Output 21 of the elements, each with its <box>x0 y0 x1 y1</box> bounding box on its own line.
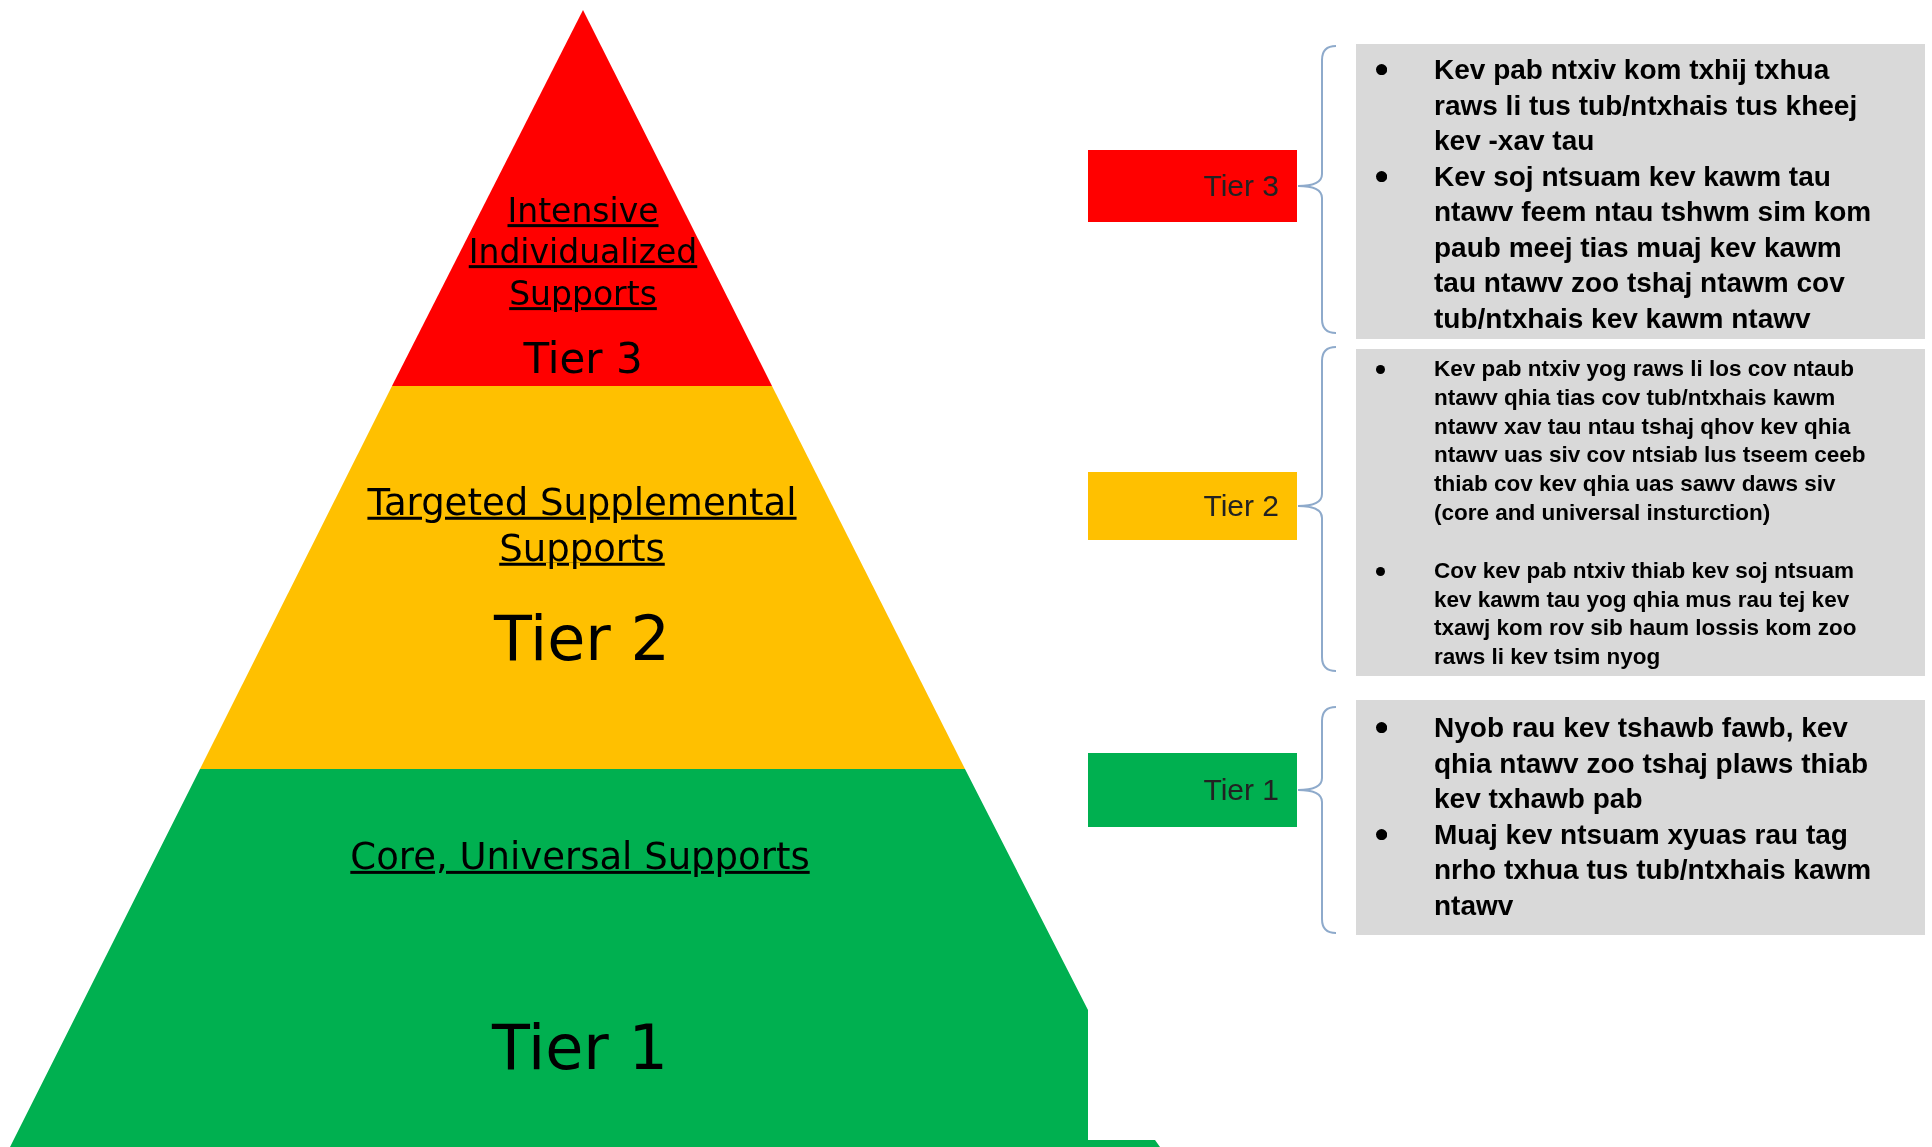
description-panel <box>1356 44 1925 339</box>
tier-tag-text: Tier 2 <box>1203 489 1279 523</box>
description-panel <box>1356 349 1925 676</box>
tier-heading: Targeted Supplemental Supports <box>366 479 798 572</box>
tier-title: Tier 3 <box>522 333 644 383</box>
tier-tag-text: Tier 1 <box>1203 773 1279 807</box>
bullet-text: Muaj kev ntsuam xyuas rau tag nrho txhua tus tub/ntxhais kawm ntawv <box>1434 818 1872 921</box>
bullet-text: Kev pab ntxiv yog raws li los cov ntaub ntawv qhia tias cov tub/ntxhais kawm ntawv xav tau ntau tshaj qhov kev qhia ntawv uas siv cov ntsiab lus tseem ceeb thiab cov kev qhia uas sawv daws siv (core and universal insturction) <box>1434 356 1866 525</box>
tier-title: Tier 2 <box>492 601 671 675</box>
bullet-text: Nyob rau kev tshawb fawb, kev qhia ntawv zoo tshaj plaws thiab kev txhawb pab <box>1434 712 1869 814</box>
bullet-text: Kev soj ntsuam kev kawm tau ntawv feem ntau tshwm sim kom paub meej tias muaj kev kawm tau ntawv zoo tshaj ntawm cov tub/ntxhais kev kawm ntawv <box>1434 160 1872 334</box>
tier-tag <box>1088 150 1297 222</box>
tier-title: Tier 1 <box>490 1010 669 1084</box>
bullet-text: Cov kev pab ntxiv thiab kev soj ntsuam kev kawm tau yog qhia mus rau tej kev txawj kom rov sib haum lossis kom zoo raws li kev tsim nyog <box>1434 557 1857 670</box>
tier-heading: Intensive Individualized Supports <box>467 190 699 314</box>
tier-tag-text: Tier 3 <box>1203 169 1279 203</box>
tier-tag <box>1088 472 1297 540</box>
bullet-text: Kev pab ntxiv kom txhij txhua raws li tus tub/ntxhais tus kheej kev -xav tau <box>1434 54 1858 156</box>
tier-heading: Core, Universal Supports <box>349 833 811 880</box>
tier-tag <box>1088 753 1297 827</box>
description-panel <box>1356 700 1925 935</box>
